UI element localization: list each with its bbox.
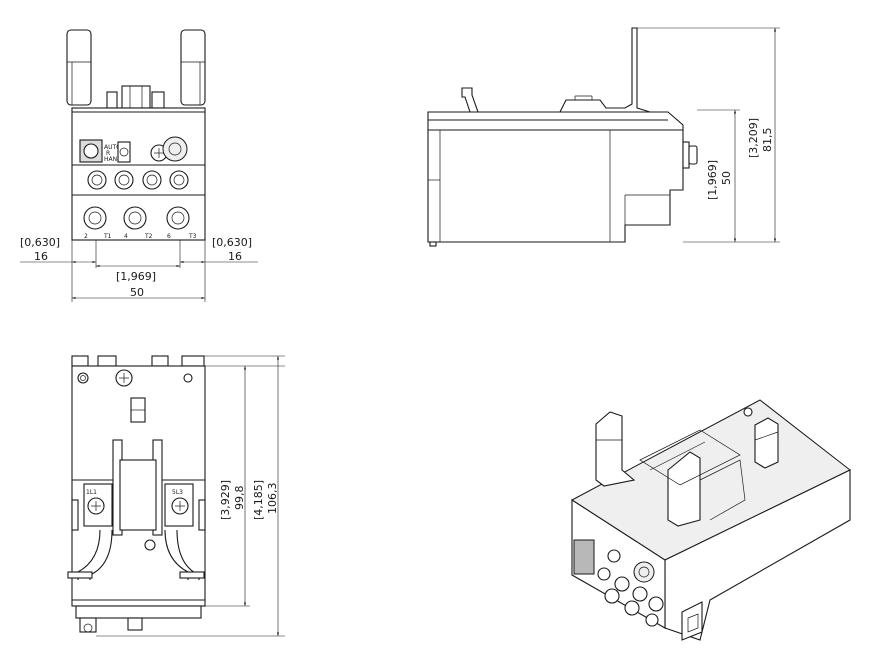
top-view: 1L1 5L3 [67,355,285,637]
terminal-row [83,206,190,230]
dim-center-in: [1,969] [116,270,156,283]
svg-text:4: 4 [124,233,128,240]
right-tab [180,29,206,106]
dim-left-in: [0,630] [20,236,60,249]
dim-top-inner-mm: 99,8 [233,486,246,511]
side-tab [559,27,651,113]
dim-top-outer-mm: 106,3 [266,483,279,515]
iso-center-block [667,451,701,527]
iso-dial-icon [573,539,595,575]
dim-right-mm: 16 [228,250,242,263]
side-view [427,27,780,247]
svg-text:6: 6 [167,233,171,240]
svg-text:2: 2 [84,233,88,240]
dim-top-inner-in: [3,929] [219,480,232,520]
side-knob-icon [688,145,698,165]
dim-width-mm: 50 [130,286,144,299]
dim-left-mm: 16 [34,250,48,263]
dim-side-height-mm: 50 [720,171,733,185]
dim-side-height-in: [1,969] [706,160,719,200]
svg-text:1L1: 1L1 [86,489,97,496]
dim-top-outer-in: [4,185] [252,480,265,520]
svg-text:AUTO: AUTO [104,144,121,151]
svg-text:T3: T3 [188,233,197,240]
iso-left-tab [595,411,636,487]
svg-text:T2: T2 [144,233,153,240]
reset-button-icon [162,136,188,162]
left-tab [66,29,92,106]
isometric-view [571,399,851,641]
svg-text:HAND: HAND [104,156,122,163]
svg-text:T1: T1 [103,233,112,240]
svg-text:5L3: 5L3 [172,489,183,496]
side-body [427,111,684,243]
screw-row [87,170,189,190]
dim-side-total-mm: 81,5 [761,128,774,153]
front-view: AUTO R HAND 2 T1 4 T2 6 T3 [20,29,258,302]
svg-text:R: R [106,150,110,157]
dim-side-total-in: [3,209] [747,118,760,158]
dim-right-in: [0,630] [212,236,252,249]
iso-reset-icon [633,561,655,583]
iso-right-tab [754,417,779,469]
